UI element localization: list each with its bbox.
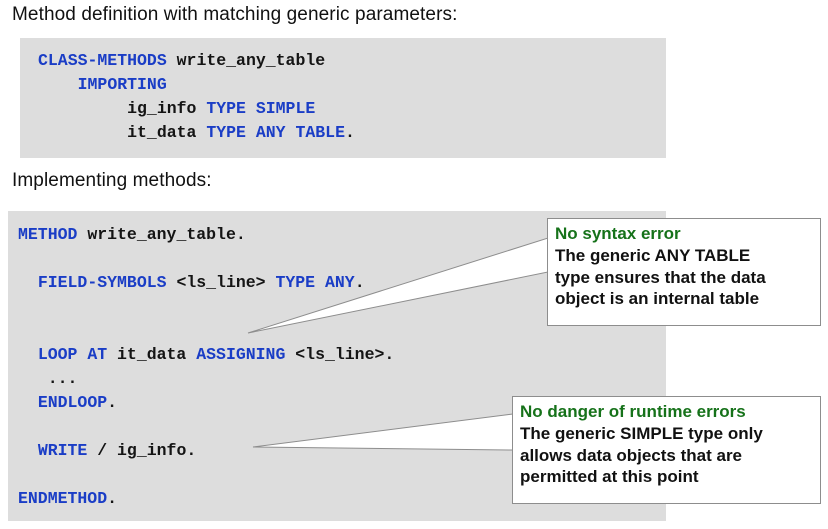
code-token: ASSIGNING [196,345,286,364]
code-token: TYPE SIMPLE [206,99,316,118]
callout-title-no-syntax-error: No syntax error [555,224,681,243]
code-line: WRITE / ig_info. [8,439,666,463]
code-line: ENDMETHOD. [8,487,666,511]
callout-no-danger-runtime-errors: No danger of runtime errors The generic … [512,396,821,504]
code-token: ENDLOOP [37,393,108,412]
code-token: ... [47,369,78,388]
code-line: IMPORTING [20,73,666,97]
code-token: WRITE [37,441,88,460]
code-token: write_any_table [166,51,326,70]
code-token: IMPORTING [77,75,167,94]
code-token: / ig_info. [87,441,197,460]
code-line: CLASS-METHODS write_any_table [20,49,666,73]
code-line: ig_info TYPE SIMPLE [20,97,666,121]
code-line: it_data TYPE ANY TABLE. [20,121,666,145]
page-title-implementing-methods: Implementing methods: [12,170,212,191]
code-line: METHOD write_any_table. [8,223,666,247]
code-token: TYPE ANY TABLE [206,123,345,142]
callout-body-line: permitted at this point [520,467,699,486]
code-token: . [344,123,355,142]
code-token: <ls_line> [166,273,276,292]
code-token: ig_info [127,99,207,118]
code-line: ENDLOOP. [8,391,666,415]
code-line: ... [8,367,666,391]
callout-title-no-danger-runtime-errors: No danger of runtime errors [520,402,746,421]
code-line: LOOP AT it_data ASSIGNING <ls_line>. [8,343,666,367]
callout-body-line: type ensures that the data [555,267,766,287]
code-token: LOOP AT [37,345,108,364]
code-token: <ls_line>. [285,345,395,364]
code-token: FIELD-SYMBOLS [37,273,167,292]
code-block-method-definition: CLASS-METHODS write_any_table IMPORTING … [20,38,666,158]
code-token: CLASS-METHODS [38,51,167,70]
page-title-method-definition: Method definition with matching generic … [12,4,458,25]
code-token: . [107,489,118,508]
callout-body-line: The generic ANY TABLE [555,246,751,265]
callout-body-line: The generic SIMPLE type only [520,424,763,443]
callout-body-line: object is an internal table [555,289,760,308]
callout-body-line: allows data objects that are [520,445,743,465]
code-token: . [107,393,118,412]
code-token: write_any_table. [77,225,246,244]
code-token: METHOD [18,225,78,244]
code-token: . [354,273,365,292]
code-token: it_data [127,123,207,142]
code-token: TYPE ANY [275,273,355,292]
code-token: it_data [107,345,197,364]
callout-no-syntax-error: No syntax error The generic ANY TABLE ty… [547,218,821,326]
callout-body-no-danger-runtime-errors: The generic SIMPLE type only allows data… [520,423,813,488]
callout-body-no-syntax-error: The generic ANY TABLE type ensures that … [555,245,813,310]
code-token: ENDMETHOD [18,489,108,508]
